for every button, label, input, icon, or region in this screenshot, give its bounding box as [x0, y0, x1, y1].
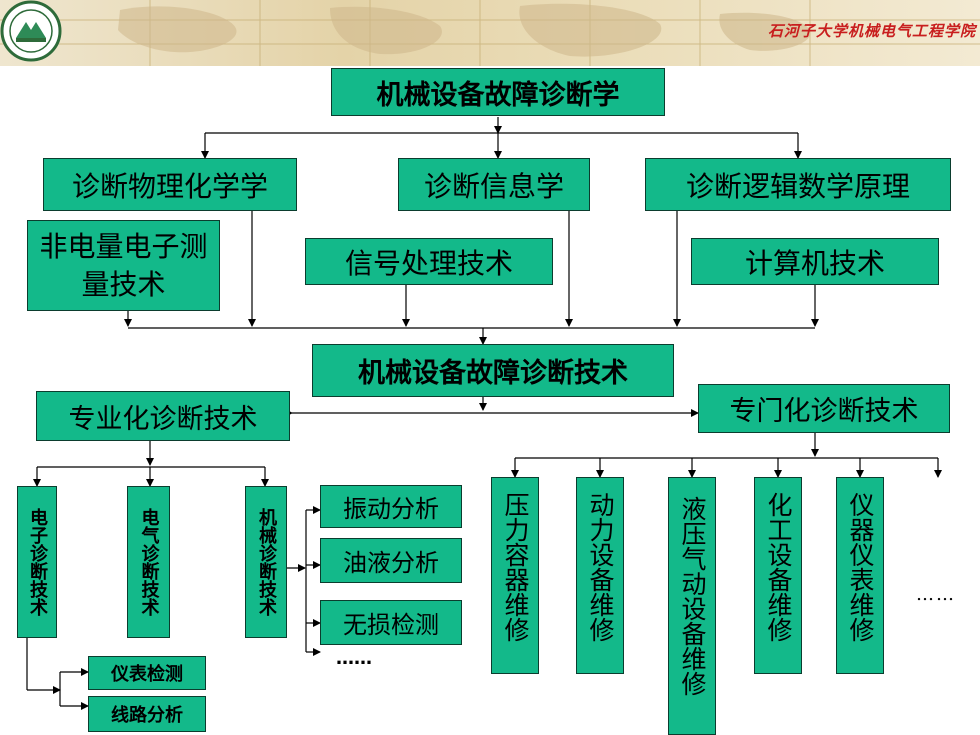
support-computer: 计算机技术 — [691, 238, 939, 285]
support-measurement: 非电量电子测量技术 — [27, 220, 220, 311]
vibration-analysis: 振动分析 — [320, 485, 462, 528]
school-name: 石河子大学机械电气工程学院 — [767, 22, 976, 40]
instrument-maintenance: 仪器仪表维修 — [836, 477, 884, 674]
dedicated-diagnosis: 专门化诊断技术 — [698, 384, 950, 433]
mechanical-diagnosis: 机械诊断技术 — [245, 486, 287, 638]
nondestructive-testing: 无损检测 — [320, 600, 462, 645]
electrical-diagnosis: 电气诊断技术 — [127, 486, 170, 638]
hydraulic-pneumatic-maintenance: 液压气动设备维修 — [668, 477, 716, 735]
power-equipment-maintenance: 动力设备维修 — [576, 477, 624, 674]
branch-information: 诊断信息学 — [398, 158, 590, 211]
center-diagnosis-technology: 机械设备故障诊断技术 — [312, 344, 674, 397]
branch-physics-chemistry: 诊断物理化学学 — [43, 158, 297, 211]
instrument-inspection: 仪表检测 — [88, 656, 206, 690]
circuit-analysis: 线路分析 — [88, 696, 206, 732]
world-map-decoration — [0, 0, 980, 66]
electronic-diagnosis: 电子诊断技术 — [17, 486, 57, 638]
header-banner: 石河子大学机械电气工程学院 — [0, 0, 980, 66]
dedicated-more-ellipsis: …… — [916, 584, 956, 605]
specialized-diagnosis: 专业化诊断技术 — [36, 391, 290, 441]
chemical-equipment-maintenance: 化工设备维修 — [754, 477, 802, 674]
branch-logic-math: 诊断逻辑数学原理 — [645, 158, 951, 211]
diagram-title: 机械设备故障诊断学 — [331, 68, 665, 116]
oil-analysis: 油液分析 — [320, 538, 462, 583]
mechanical-more-ellipsis: …… — [336, 648, 372, 669]
pressure-vessel-maintenance: 压力容器维修 — [491, 477, 539, 674]
university-logo — [0, 0, 62, 62]
support-signal-processing: 信号处理技术 — [305, 238, 553, 285]
